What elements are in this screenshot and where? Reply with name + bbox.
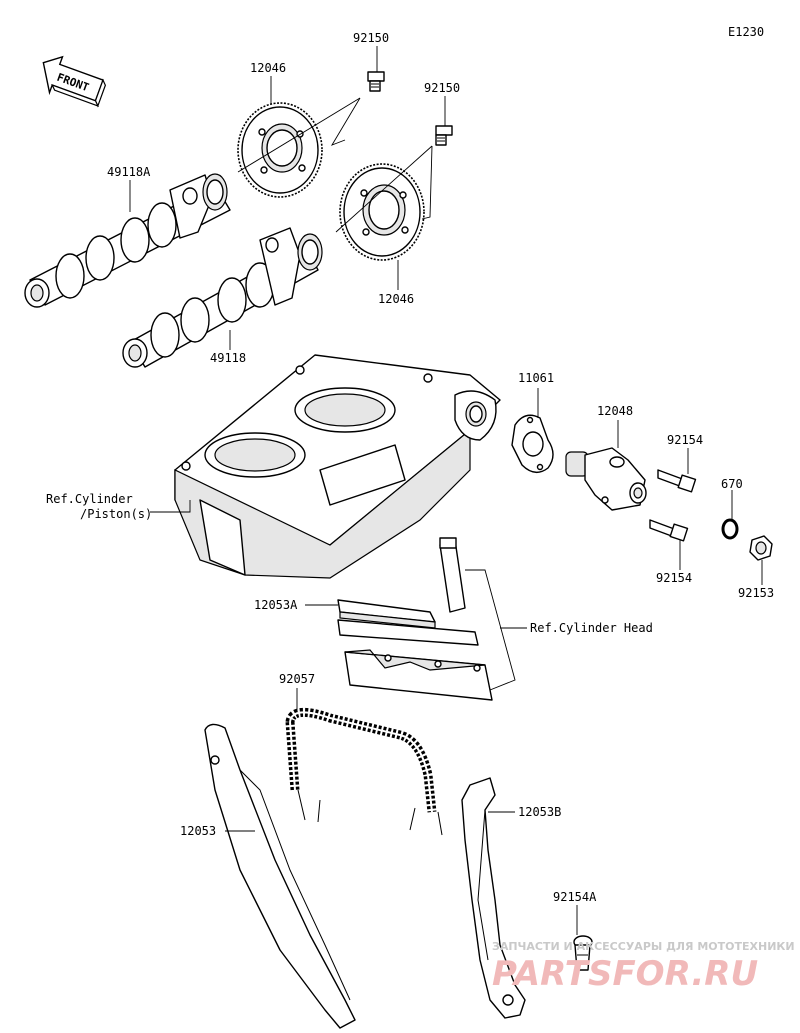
label-cap-bolt: 92153 — [738, 586, 774, 600]
label-guide-12053: 12053 — [180, 824, 216, 838]
o-ring-670 — [721, 518, 739, 540]
label-sprocket-lower: 12046 — [378, 292, 414, 306]
timing-chain-92057 — [285, 707, 443, 836]
label-bolt-92154a: 92154A — [553, 890, 597, 904]
label-guide-12053a: 12053A — [254, 598, 298, 612]
chain-guide-12053a — [337, 537, 493, 701]
bolt-92150-lower — [435, 125, 453, 146]
label-ref-cylinder-line1: Ref.Cylinder — [46, 492, 133, 506]
label-guide-12053b: 12053B — [518, 805, 561, 819]
tensioner-12048 — [565, 447, 647, 511]
diagram-code: E1230 — [728, 25, 764, 39]
watermark-brand: PARTSFOR.RU — [492, 954, 758, 994]
label-bolt-92150-top: 92150 — [353, 31, 389, 45]
label-o-ring: 670 — [721, 477, 743, 491]
label-camshaft-a: 49118A — [107, 165, 151, 179]
label-sprocket-upper: 12046 — [250, 61, 286, 75]
cam-sprocket-upper — [237, 102, 323, 198]
watermark-tagline: ЗАПЧАСТИ И АКСЕССУАРЫ ДЛЯ МОТОТЕХНИКИ — [492, 940, 795, 953]
chain-guide-12053 — [204, 723, 356, 1029]
cap-bolt-92153 — [749, 535, 773, 561]
label-ref-cylinder-line2: /Piston(s) — [80, 507, 152, 521]
label-bolt-92154-lower: 92154 — [656, 571, 692, 585]
bolt-92150-top — [367, 71, 385, 92]
bolt-92154a — [573, 935, 593, 971]
label-tensioner: 12048 — [597, 404, 633, 418]
chain-guide-12053b — [461, 777, 526, 1019]
cam-sprocket-lower — [339, 163, 425, 261]
label-bolt-92154-upper: 92154 — [667, 433, 703, 447]
bolt-92154-upper — [657, 469, 697, 493]
camshaft-49118a — [24, 173, 231, 308]
cylinder-block — [174, 354, 501, 579]
camshaft-49118 — [122, 227, 323, 368]
bolt-92154-lower — [649, 519, 689, 542]
label-bolt-92150-lower: 92150 — [424, 81, 460, 95]
front-arrow-icon: FRONT — [42, 55, 107, 108]
label-chain: 92057 — [279, 672, 315, 686]
label-camshaft: 49118 — [210, 351, 246, 365]
label-ref-cylinder-head: Ref.Cylinder Head — [530, 621, 653, 635]
label-gasket: 11061 — [518, 371, 554, 385]
gasket-11061 — [511, 414, 554, 473]
